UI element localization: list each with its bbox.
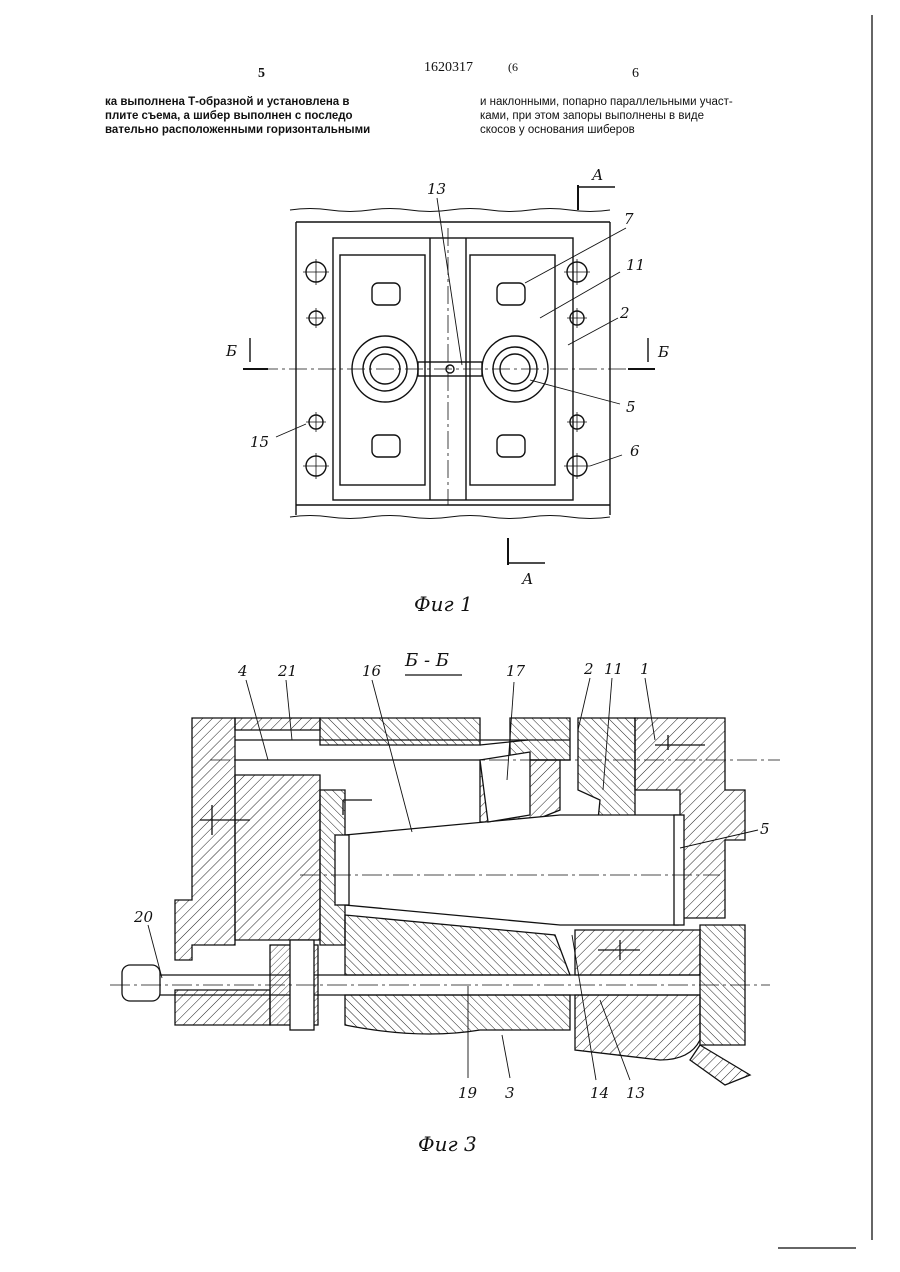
label-17: 17	[506, 662, 526, 680]
figure-1-caption: Фиг 1	[414, 592, 473, 616]
section-title-b-b: Б - Б	[404, 650, 449, 671]
label-2: 2	[619, 304, 630, 322]
label-6: 6	[630, 442, 640, 460]
label-20: 20	[133, 908, 154, 926]
label-14: 14	[590, 1084, 609, 1102]
label-4: 4	[237, 662, 248, 680]
figure-1-labels: 13 7 11 2 5 6 15 А А Б Б	[225, 166, 669, 588]
label-11: 11	[626, 256, 645, 274]
label-7: 7	[624, 210, 634, 228]
section-a-bottom: А	[521, 570, 533, 588]
label-11: 11	[604, 660, 623, 678]
label-5: 5	[760, 820, 770, 838]
figure-3-section-view	[110, 675, 780, 1085]
label-15: 15	[250, 433, 269, 451]
label-3: 3	[505, 1084, 515, 1102]
label-1: 1	[640, 660, 650, 678]
section-b-right: Б	[657, 343, 669, 361]
label-2: 2	[583, 660, 594, 678]
figure-3-caption: Фиг 3	[418, 1132, 477, 1156]
label-16: 16	[362, 662, 382, 680]
label-19: 19	[458, 1084, 478, 1102]
section-b-left: Б	[225, 342, 237, 360]
label-13: 13	[626, 1084, 645, 1102]
label-5: 5	[626, 398, 636, 416]
label-13: 13	[427, 180, 446, 198]
section-a-top: А	[591, 166, 603, 184]
label-21: 21	[277, 662, 297, 680]
figure-1-plan-view	[243, 185, 655, 565]
